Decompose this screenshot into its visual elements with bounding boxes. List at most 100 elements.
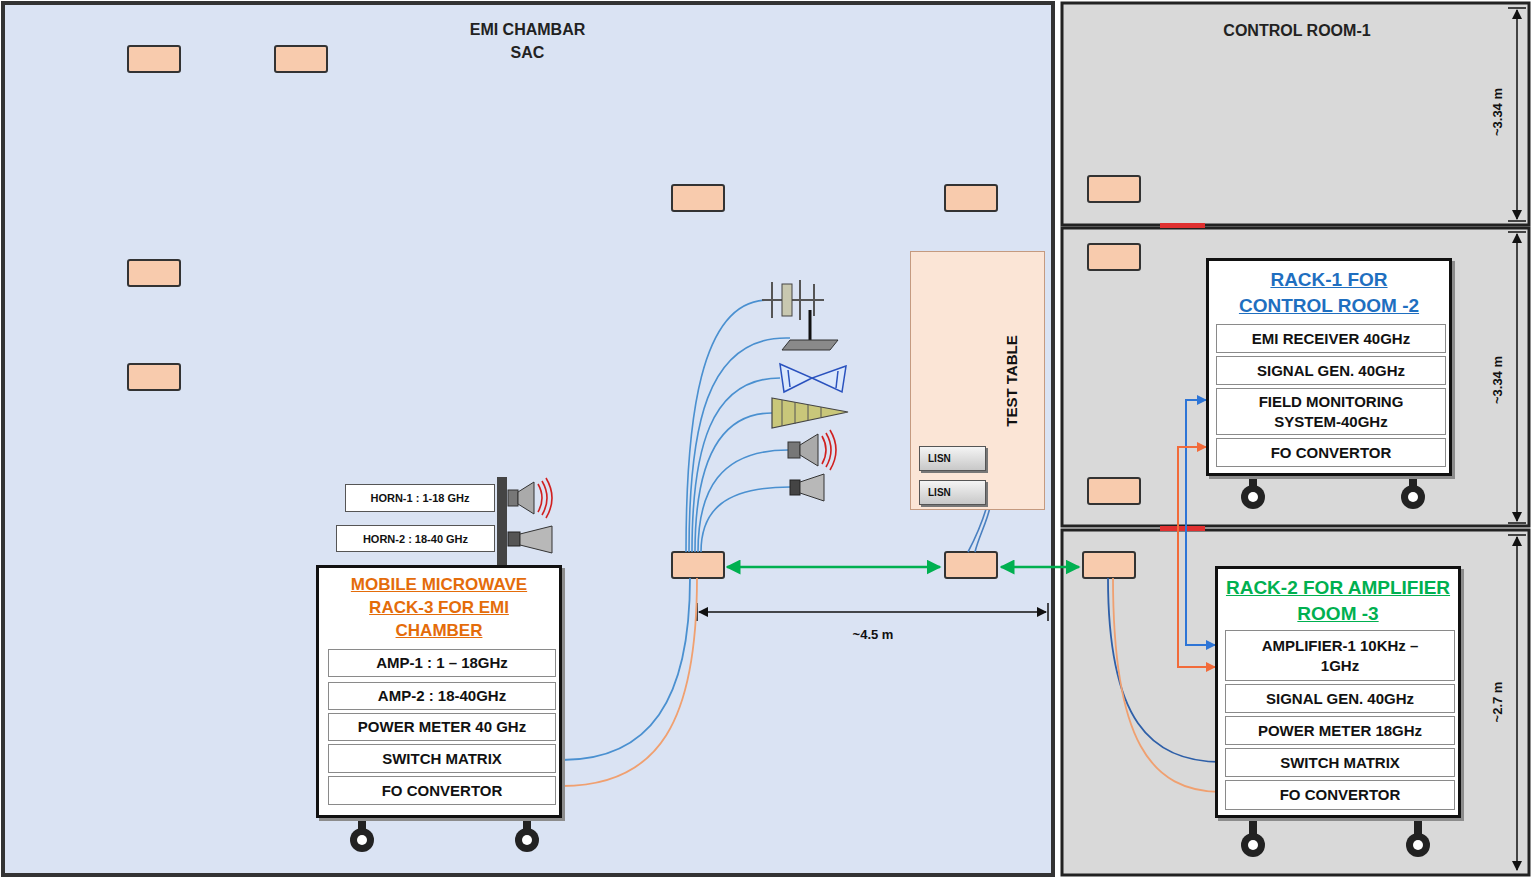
node-text: FO CONVERTOR <box>1271 443 1392 463</box>
log-periodic-antenna-part <box>772 398 848 428</box>
biconical-antenna <box>780 364 846 392</box>
rack-unit-box: EMI RECEIVER 40GHz <box>1216 324 1446 353</box>
node-text: SIGNAL GEN. 40GHz <box>1266 689 1414 709</box>
lisn-box: LISN <box>919 480 986 505</box>
biconical-antenna-part <box>836 371 838 388</box>
antenna-cables-part <box>695 413 772 552</box>
log-periodic-antenna-part-part <box>782 400 783 426</box>
dimension-lines-part <box>1516 537 1518 870</box>
biconical-antenna-part <box>780 364 812 392</box>
connector-panels-part <box>128 364 180 390</box>
horn-1-symbol-part-part <box>546 478 552 518</box>
lisn-box: LISN <box>919 446 986 471</box>
rack-unit-box: POWER METER 40 GHz <box>328 713 556 741</box>
horn-antenna-red-part <box>800 434 818 466</box>
rack-wheels-part-part <box>1401 485 1425 509</box>
dimension-lines <box>697 8 1526 870</box>
rack-wheels-part-part <box>1249 818 1257 834</box>
node-text: SWITCH MATRIX <box>1280 753 1400 773</box>
horn-1-symbol-part <box>508 490 518 506</box>
rack-unit-box: SIGNAL GEN. 40GHz <box>1225 684 1455 713</box>
node-text: LISN <box>928 453 951 464</box>
horn-1-symbol-part-part <box>542 481 547 515</box>
horn-antenna-red-part-part <box>826 433 831 467</box>
fibre-links <box>727 566 1079 569</box>
dimension-lines-part <box>1508 220 1526 222</box>
dimension-lines-part <box>699 611 1046 613</box>
connector-panels-part <box>672 552 724 578</box>
horn-1-symbol-part-part <box>538 484 542 512</box>
connector-panels-part <box>1083 552 1135 578</box>
connector-panels-part <box>128 46 180 72</box>
rack-wheels-part-part <box>1248 492 1258 502</box>
dimension-label: ~4.5 m <box>853 627 894 642</box>
node-text: EMI CHAMBAR SAC <box>458 18 598 64</box>
rack-wheels-part-part <box>1406 833 1430 857</box>
node-text: TEST TABLE <box>1003 335 1020 426</box>
equipment-rack: RACK-1 FOR CONTROL ROOM -2 EMI RECEIVER 4… <box>1206 258 1452 476</box>
rack-unit-box: FO CONVERTOR <box>1225 780 1455 810</box>
door-marks-part <box>1160 223 1205 228</box>
node-text: AMP-2 : 18-40GHz <box>378 686 506 706</box>
rack-wheels-part-part <box>350 828 374 852</box>
node-text: LISN <box>928 487 951 498</box>
rack-wheels-part-part <box>1414 818 1422 834</box>
equipment-rack: RACK-2 FOR AMPLIFIER ROOM -3AMPLIFIER-1 … <box>1215 566 1461 818</box>
node-text: SWITCH MATRIX <box>382 749 502 769</box>
horn-antenna-red-part <box>788 442 800 458</box>
connector-panels-part <box>672 185 724 211</box>
horn-antenna-red <box>788 430 836 470</box>
monopole-antenna <box>782 310 838 350</box>
connector-panels-part <box>945 552 997 578</box>
connector-panels <box>128 46 1140 578</box>
log-periodic-antenna-part-part <box>808 405 809 420</box>
biconical-antenna-part <box>812 366 846 392</box>
monopole-antenna-part <box>782 340 838 350</box>
dimension-label: ~2.7 m <box>1490 682 1505 723</box>
node-text: SIGNAL GEN. 40GHz <box>1257 361 1405 381</box>
rooms <box>3 3 1529 875</box>
fibre-links-part <box>1001 566 1079 569</box>
door-marks-part <box>1160 526 1205 531</box>
rack-wheels-part-part <box>1413 840 1423 850</box>
monopole-antenna-part <box>809 310 812 340</box>
horn-antenna-small <box>790 474 824 501</box>
rack-heading: RACK-1 FOR CONTROL ROOM -2 <box>1227 267 1432 318</box>
horn-antenna-red-part-part <box>830 430 836 470</box>
rack-unit-box: FIELD MONITORING SYSTEM-40GHz <box>1216 388 1446 435</box>
horn-label-box: HORN-2 : 18-40 GHz <box>336 525 495 552</box>
rack-wheels-part-part <box>1241 485 1265 509</box>
node-text: FO CONVERTOR <box>1280 785 1401 805</box>
fibre-links-part <box>727 566 940 569</box>
horn-1-symbol-part <box>538 478 552 518</box>
rack-wheels-part-part <box>1249 476 1257 486</box>
rack-wheels-part-part <box>357 835 367 845</box>
antenna-cables-part <box>689 338 790 552</box>
connector-panels-part <box>1088 478 1140 504</box>
rack-unit-box: AMP-2 : 18-40GHz <box>328 682 556 710</box>
horn-antenna-red-part-part <box>822 436 826 464</box>
cable-connector <box>1178 447 1215 667</box>
rack-heading: RACK-2 FOR AMPLIFIER ROOM -3 <box>1226 575 1451 626</box>
connector-panels-part <box>275 46 327 72</box>
dimension-lines-part <box>1508 522 1526 524</box>
yagi-antenna-part <box>799 280 801 320</box>
equipment-rack: MOBILE MICROWAVE RACK-3 FOR EMI CHAMBERA… <box>316 565 562 818</box>
dimension-label: ~3.34 m <box>1490 356 1505 404</box>
rack-wheels-part-part <box>515 828 539 852</box>
horn-1-symbol-part <box>518 482 534 514</box>
antenna-cables-part <box>698 450 788 552</box>
rooms-part <box>1062 530 1529 875</box>
connector-panels-part <box>1088 176 1140 202</box>
dimension-lines-part <box>1516 10 1518 219</box>
dimension-label: ~3.34 m <box>1490 88 1505 136</box>
horn-antenna-red-part <box>822 430 836 470</box>
horn-antenna-small-part <box>800 474 824 501</box>
dimension-lines-part <box>1516 234 1518 521</box>
rack-unit-box: POWER METER 18GHz <box>1225 716 1455 745</box>
node-text: FIELD MONITORING SYSTEM-40GHz <box>1226 392 1436 431</box>
dimension-lines-part <box>1508 7 1526 9</box>
rack-cables-part <box>1108 578 1222 762</box>
log-periodic-antenna-part <box>782 400 821 426</box>
horn-label-box: HORN-1 : 1-18 GHz <box>345 484 495 512</box>
